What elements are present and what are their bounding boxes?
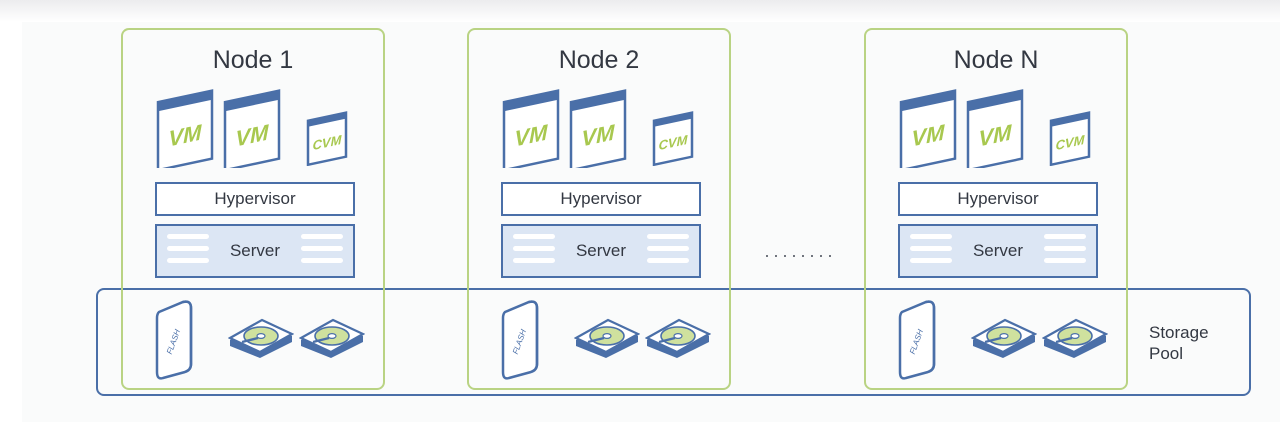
hypervisor-box: Hypervisor (155, 182, 355, 216)
vm-icon: VM (502, 89, 560, 168)
hard-disk-icon (299, 318, 365, 358)
node-2: Node 2 Hypervisor Server (467, 28, 731, 390)
server-rack-lines-right (1044, 234, 1086, 270)
ellipsis: ········ (764, 245, 836, 265)
server-box: Server (501, 224, 701, 278)
hard-disk-icon (971, 318, 1037, 358)
top-shade (0, 0, 1280, 22)
server-box: Server (155, 224, 355, 278)
flash-drive-icon: FLASH (501, 300, 539, 380)
server-rack-lines-left (513, 234, 555, 270)
server-rack-lines-left (910, 234, 952, 270)
flash-drive-icon: FLASH (898, 300, 936, 380)
node-n: Node N Hypervisor Server (864, 28, 1128, 390)
storage-pool-line2: Pool (1149, 344, 1184, 363)
hard-disk-icon (228, 318, 294, 358)
server-rack-lines-left (167, 234, 209, 270)
storage-pool-box (96, 288, 1251, 396)
vm-icon: VM (899, 89, 957, 168)
hard-disk-icon (645, 318, 711, 358)
server-label: Server (575, 241, 627, 260)
server-label: Server (229, 241, 281, 260)
vm-label: CVM (659, 132, 689, 153)
flash-drive-icon: FLASH (155, 300, 193, 380)
storage-pool-label: Storage Pool (1149, 322, 1209, 364)
server-label: Server (972, 241, 1024, 260)
vm-label: CVM (1056, 132, 1086, 153)
cvm-icon: CVM (652, 111, 694, 166)
vm-label: CVM (313, 132, 343, 153)
vm-icon: VM (223, 89, 281, 168)
node-1: Node 1 Hypervisor Server (121, 28, 385, 390)
cvm-icon: CVM (1049, 111, 1091, 166)
server-rack-lines-right (647, 234, 689, 270)
node-title: Node N (953, 46, 1039, 74)
node-title: Node 2 (558, 46, 640, 74)
hard-disk-icon (1042, 318, 1108, 358)
hypervisor-box: Hypervisor (898, 182, 1098, 216)
vm-icon: VM (966, 89, 1024, 168)
server-box: Server (898, 224, 1098, 278)
storage-pool-line1: Storage (1149, 323, 1209, 342)
node-title: Node 1 (212, 46, 294, 74)
vm-icon: VM (156, 89, 214, 168)
cvm-icon: CVM (306, 111, 348, 166)
server-rack-lines-right (301, 234, 343, 270)
hard-disk-icon (574, 318, 640, 358)
hypervisor-box: Hypervisor (501, 182, 701, 216)
vm-icon: VM (569, 89, 627, 168)
